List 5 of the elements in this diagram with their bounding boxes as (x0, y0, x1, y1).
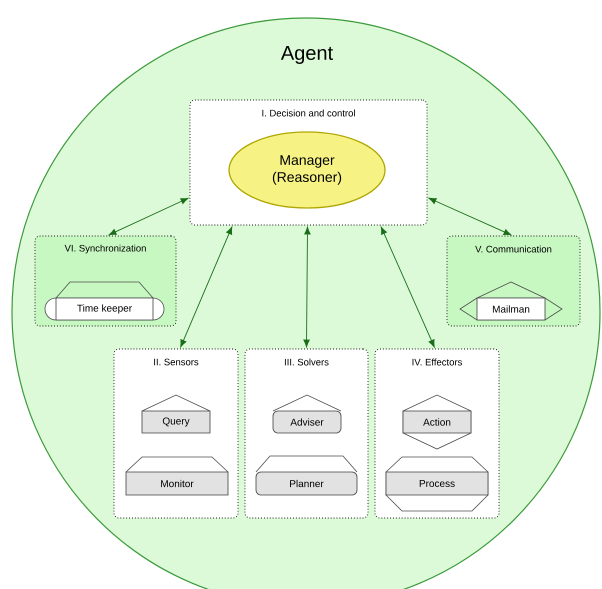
arrow (428, 198, 512, 236)
arrow (303, 226, 311, 348)
arrow (108, 198, 188, 236)
arrow (180, 226, 232, 348)
arrow (380, 226, 435, 348)
